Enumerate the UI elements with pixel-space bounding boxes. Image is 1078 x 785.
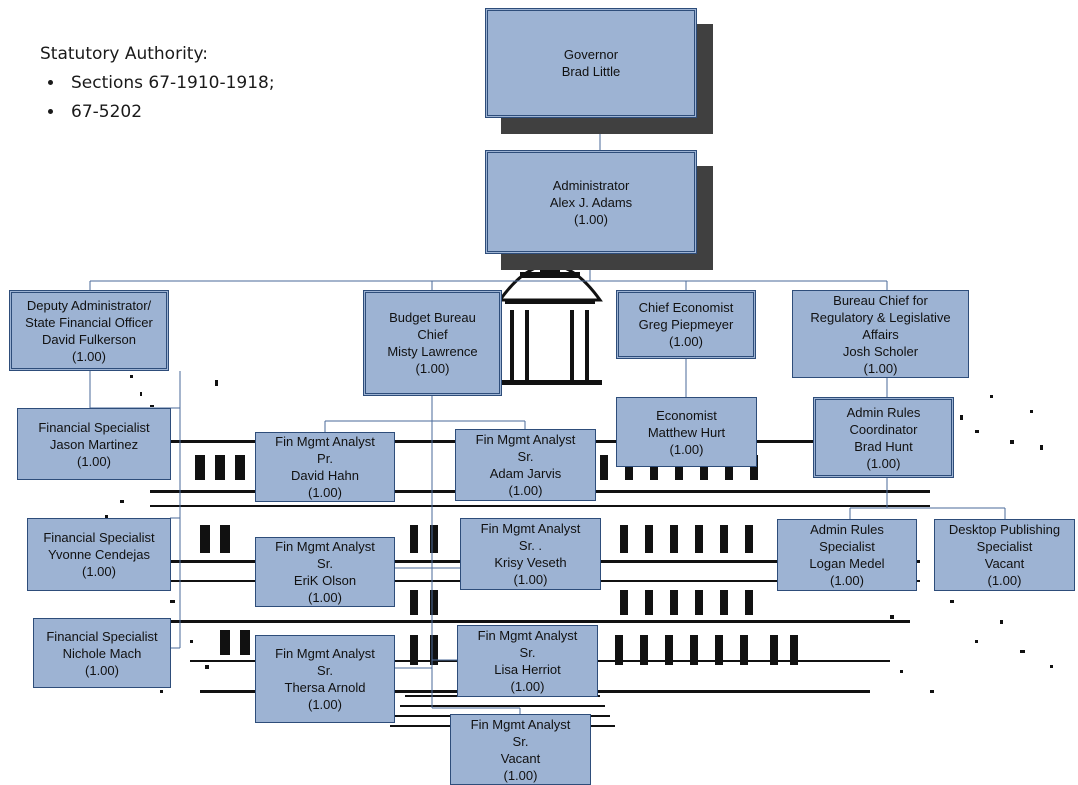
- node-label: Chief Economist Greg Piepmeyer (1.00): [638, 300, 734, 349]
- statutory-authority: Statutory Authority: Sections 67-1910-19…: [40, 40, 275, 127]
- node-label: Economist Matthew Hurt (1.00): [647, 407, 726, 457]
- node-fin-mgmt-analyst-vacant: Fin Mgmt Analyst Sr. Vacant (1.00): [450, 714, 591, 785]
- node-label: Admin Rules Specialist Logan Medel (1.00…: [809, 522, 885, 588]
- statutory-item: 67-5202: [65, 98, 275, 127]
- node-label: Financial Specialist Nichole Mach (1.00): [46, 628, 158, 678]
- node-label: Governor Brad Little: [561, 47, 621, 79]
- node-economist-hurt: Economist Matthew Hurt (1.00): [616, 397, 757, 467]
- node-label: Admin Rules Coordinator Brad Hunt (1.00): [846, 404, 921, 471]
- node-label: Bureau Chief for Regulatory & Legislativ…: [810, 292, 951, 376]
- node-label: Administrator Alex J. Adams (1.00): [549, 177, 633, 227]
- node-label: Financial Specialist Yvonne Cendejas (1.…: [43, 530, 155, 579]
- node-label: Fin Mgmt Analyst Pr. David Hahn (1.00): [275, 434, 375, 500]
- node-label: Fin Mgmt Analyst Sr. Thersa Arnold (1.00…: [275, 646, 375, 712]
- node-label: Fin Mgmt Analyst Sr. Adam Jarvis (1.00): [475, 432, 576, 498]
- node-financial-specialist-mach: Financial Specialist Nichole Mach (1.00): [33, 618, 171, 688]
- node-fin-mgmt-analyst-arnold: Fin Mgmt Analyst Sr. Thersa Arnold (1.00…: [255, 635, 395, 723]
- statutory-item: Sections 67-1910-1918;: [65, 69, 275, 98]
- node-budget-bureau-chief: Budget Bureau Chief Misty Lawrence (1.00…: [363, 290, 502, 396]
- node-label: Financial Specialist Jason Martinez (1.0…: [38, 419, 150, 469]
- node-desktop-publishing-specialist: Desktop Publishing Specialist Vacant (1.…: [934, 519, 1075, 591]
- node-admin-rules-coordinator: Admin Rules Coordinator Brad Hunt (1.00): [813, 397, 954, 478]
- node-deputy-administrator: Deputy Administrator/ State Financial Of…: [9, 290, 169, 371]
- node-fin-mgmt-analyst-herriot: Fin Mgmt Analyst Sr. Lisa Herriot (1.00): [457, 625, 598, 697]
- node-administrator: Administrator Alex J. Adams (1.00): [485, 150, 697, 254]
- node-fin-mgmt-analyst-hahn: Fin Mgmt Analyst Pr. David Hahn (1.00): [255, 432, 395, 502]
- node-fin-mgmt-analyst-olson: Fin Mgmt Analyst Sr. EriK Olson (1.00): [255, 537, 395, 607]
- node-label: Budget Bureau Chief Misty Lawrence (1.00…: [387, 310, 478, 376]
- statutory-heading: Statutory Authority:: [40, 44, 209, 64]
- node-label: Fin Mgmt Analyst Sr. EriK Olson (1.00): [275, 539, 375, 605]
- node-bureau-chief-regulatory: Bureau Chief for Regulatory & Legislativ…: [792, 290, 969, 378]
- node-admin-rules-specialist: Admin Rules Specialist Logan Medel (1.00…: [777, 519, 917, 591]
- node-fin-mgmt-analyst-jarvis: Fin Mgmt Analyst Sr. Adam Jarvis (1.00): [455, 429, 596, 501]
- node-label: Fin Mgmt Analyst Sr. Vacant (1.00): [470, 716, 571, 783]
- node-label: Fin Mgmt Analyst Sr. Lisa Herriot (1.00): [477, 628, 578, 694]
- node-label: Desktop Publishing Specialist Vacant (1.…: [948, 522, 1061, 588]
- node-fin-mgmt-analyst-veseth: Fin Mgmt Analyst Sr. . Krisy Veseth (1.0…: [460, 518, 601, 590]
- node-governor: Governor Brad Little: [485, 8, 697, 118]
- node-financial-specialist-martinez: Financial Specialist Jason Martinez (1.0…: [17, 408, 171, 480]
- node-label: Deputy Administrator/ State Financial Of…: [25, 297, 153, 364]
- node-chief-economist: Chief Economist Greg Piepmeyer (1.00): [616, 290, 756, 359]
- node-label: Fin Mgmt Analyst Sr. . Krisy Veseth (1.0…: [480, 521, 581, 587]
- node-financial-specialist-cendejas: Financial Specialist Yvonne Cendejas (1.…: [27, 518, 171, 591]
